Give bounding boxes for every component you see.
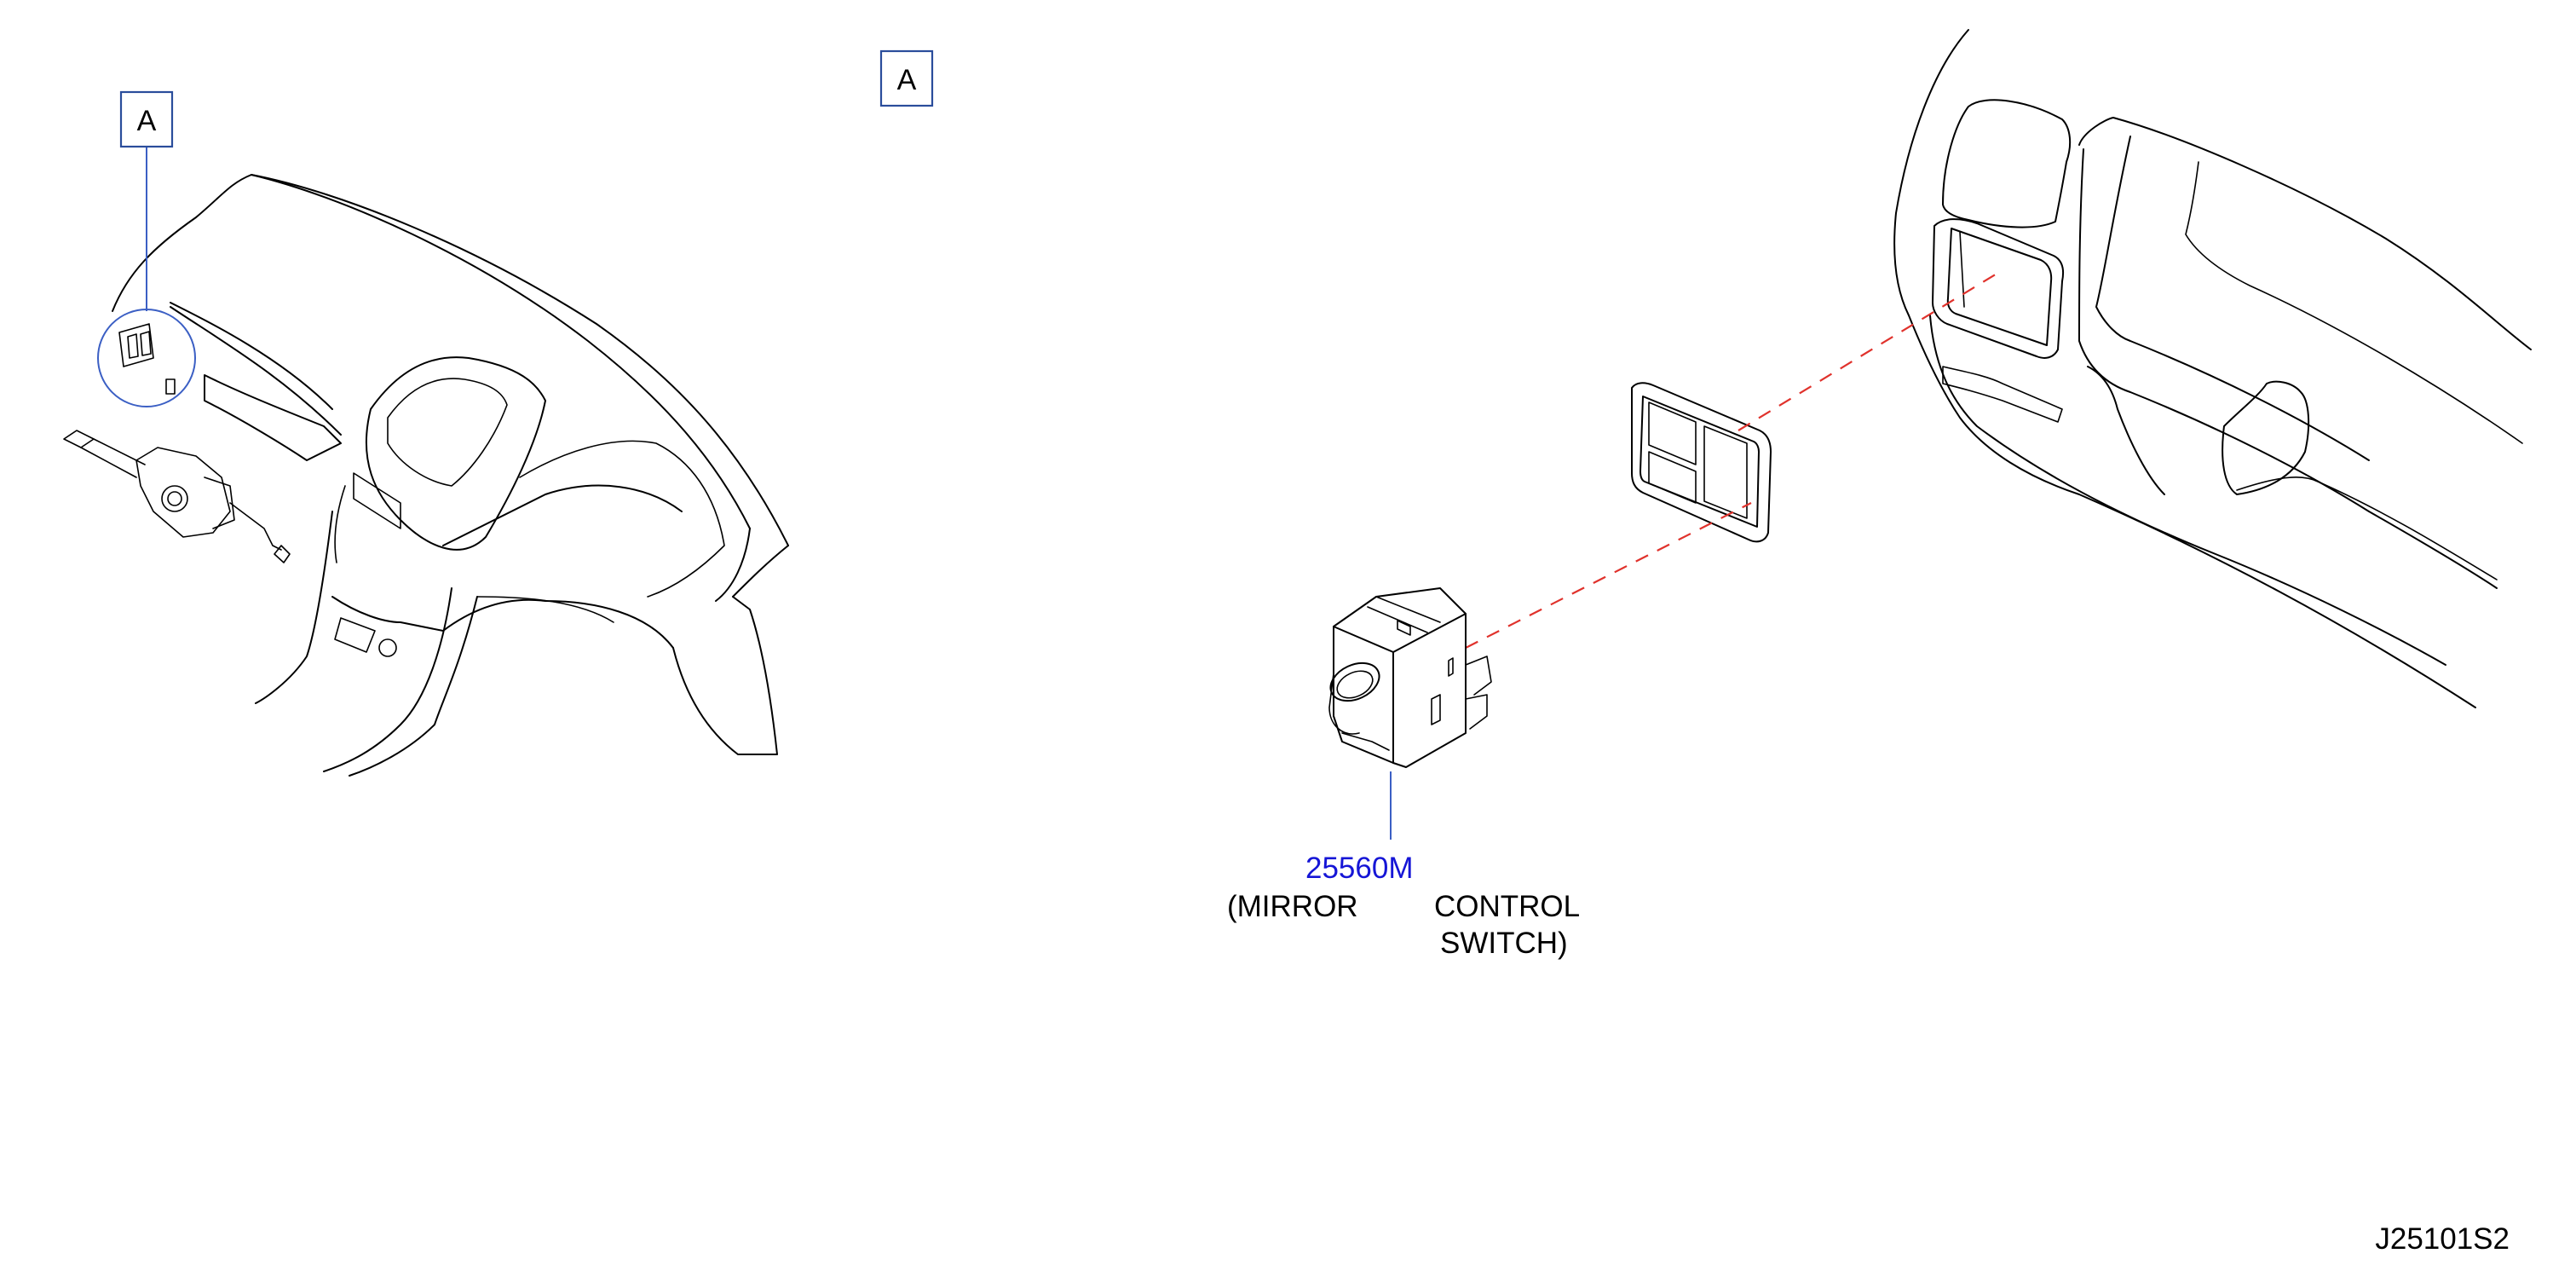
detail-label: A (879, 49, 934, 107)
dashboard-overview: A (63, 90, 789, 777)
instrument-panel-detail (1893, 29, 2532, 708)
callout-label-left: A (137, 105, 157, 137)
switch-bezel (1631, 382, 1772, 543)
diagram-code: J25101S2 (2375, 1222, 2510, 1256)
alignment-line-lower (1465, 502, 1752, 649)
alignment-line-upper (1738, 272, 1999, 431)
part-desc-line1-a: (MIRROR (1227, 890, 1358, 923)
part-desc-line1-b: CONTROL (1434, 890, 1580, 923)
part-number: 25560M (1305, 852, 1413, 885)
part-desc-line2: SWITCH) (1440, 927, 1568, 960)
combination-switch (63, 430, 291, 563)
mirror-control-switch (1328, 587, 1492, 768)
callout-label-detail: A (897, 64, 917, 96)
